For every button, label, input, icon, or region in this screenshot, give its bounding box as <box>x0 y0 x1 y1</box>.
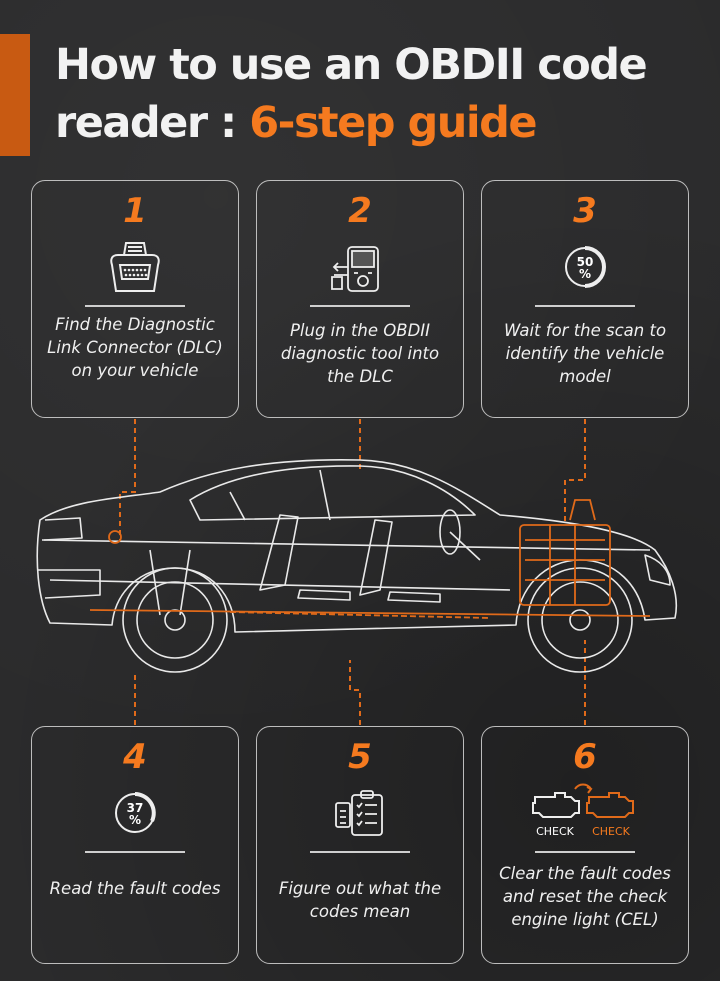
step-number: 3 <box>573 191 597 231</box>
step-card-4: 4 37% Read the fault codes <box>31 726 239 964</box>
step-description: Clear the fault codes and reset the chec… <box>499 864 671 929</box>
checklist-clipboard-icon <box>332 787 388 847</box>
check-label-left: CHECK <box>536 825 575 838</box>
divider <box>310 851 410 853</box>
check-engine-icon: CHECK CHECK <box>525 783 645 845</box>
accent-bar <box>0 34 30 156</box>
progress-badge-text: 37% <box>127 801 144 827</box>
step-description: Read the fault codes <box>49 879 221 898</box>
step-card-5: 5 Figure out what the codes mean <box>256 726 464 964</box>
divider <box>310 305 410 307</box>
step-description: Figure out what the codes mean <box>278 879 442 921</box>
page-title: How to use an OBDII code reader : 6-step … <box>55 36 715 152</box>
step-number: 5 <box>348 737 372 777</box>
car-cutaway-illustration <box>36 458 678 673</box>
progress-37-icon: 37% <box>109 787 161 843</box>
step-description: Wait for the scan to identify the vehicl… <box>503 321 667 386</box>
title-line2-prefix: reader : <box>55 98 250 148</box>
progress-50-icon: 50% <box>559 241 611 297</box>
title-line1: How to use an OBDII code <box>55 40 648 90</box>
step-description: Find the Diagnostic Link Connector (DLC)… <box>47 315 223 380</box>
progress-badge-text: 50% <box>577 255 594 281</box>
obd-connector-icon <box>108 241 162 301</box>
step-number: 2 <box>348 191 372 231</box>
step-card-3: 3 50% Wait for the scan to identify the … <box>481 180 689 418</box>
divider <box>535 851 635 853</box>
step-description: Plug in the OBDII diagnostic tool into t… <box>280 321 440 386</box>
step-card-1: 1 Find the Diagnostic Link Connector (DL… <box>31 180 239 418</box>
divider <box>535 305 635 307</box>
divider <box>85 305 185 307</box>
check-label-right: CHECK <box>592 825 631 838</box>
step-card-2: 2 Plug in the OBDII diagnostic tool into… <box>256 180 464 418</box>
step-number: 4 <box>123 737 147 777</box>
code-reader-device-icon <box>330 241 390 301</box>
step-number: 1 <box>123 191 147 231</box>
step-number: 6 <box>573 737 597 777</box>
divider <box>85 851 185 853</box>
title-highlight: 6-step guide <box>249 98 537 148</box>
step-card-6: 6 CHECK CHECK Clear the fault codes and … <box>481 726 689 964</box>
